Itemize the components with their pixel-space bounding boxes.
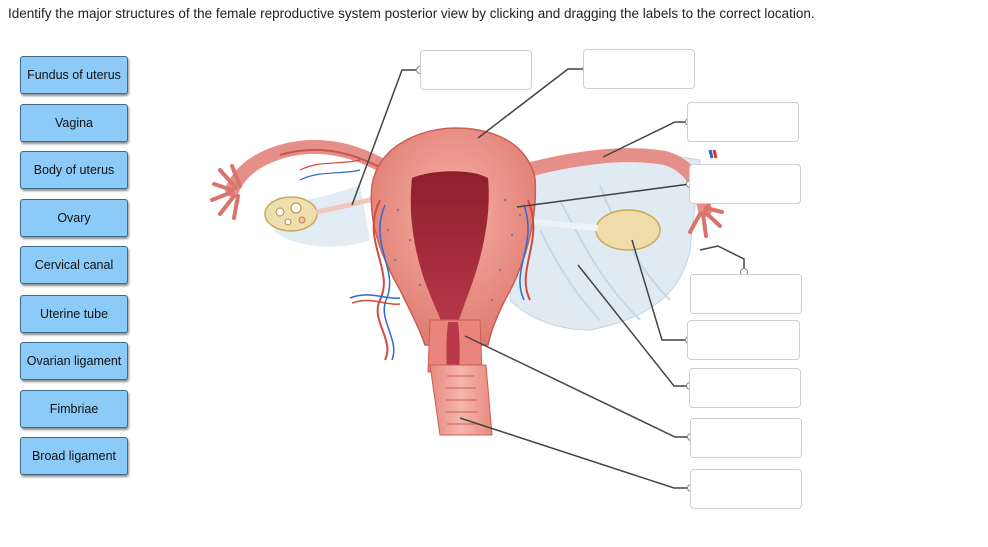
label-cervical-canal[interactable]: Cervical canal <box>20 246 128 284</box>
drop-target-8[interactable] <box>690 418 802 458</box>
leader-line-2 <box>477 68 585 139</box>
right-ovary-shape <box>595 209 661 251</box>
leader-line-5 <box>699 245 745 271</box>
label-ovarian-ligament[interactable]: Ovarian ligament <box>20 342 128 380</box>
label-body-of-uterus[interactable]: Body of uterus <box>20 151 128 189</box>
left-uterine-tube-shape <box>225 140 405 197</box>
drop-target-7[interactable] <box>689 368 801 408</box>
cervical-canal-shape <box>446 322 460 372</box>
left-ovary-shape <box>264 196 318 232</box>
drop-target-9[interactable] <box>690 469 802 509</box>
leader-line-4 <box>516 183 691 208</box>
drop-target-5[interactable] <box>690 274 802 314</box>
uterine-cavity-shape <box>410 171 489 330</box>
leader-lines <box>351 68 745 489</box>
drop-target-2[interactable] <box>583 49 695 89</box>
label-fundus-of-uterus[interactable]: Fundus of uterus <box>20 56 128 94</box>
leader-line-1 <box>351 69 419 206</box>
label-uterine-tube[interactable]: Uterine tube <box>20 295 128 333</box>
drop-target-3[interactable] <box>687 102 799 142</box>
leader-line-6 <box>631 239 688 341</box>
drop-target-1[interactable] <box>420 50 532 90</box>
leader-line-3 <box>602 121 688 158</box>
leader-line-7 <box>577 264 689 387</box>
leader-line-8 <box>464 335 690 438</box>
label-ovary[interactable]: Ovary <box>20 199 128 237</box>
left-fimbriae-shape <box>210 164 242 220</box>
label-broad-ligament[interactable]: Broad ligament <box>20 437 128 475</box>
instructions-text: Identify the major structures of the fem… <box>8 6 815 21</box>
drop-target-4[interactable] <box>689 164 801 204</box>
label-vagina[interactable]: Vagina <box>20 104 128 142</box>
drop-target-6[interactable] <box>687 320 800 360</box>
leader-line-9 <box>459 417 690 489</box>
label-fimbriae[interactable]: Fimbriae <box>20 390 128 428</box>
